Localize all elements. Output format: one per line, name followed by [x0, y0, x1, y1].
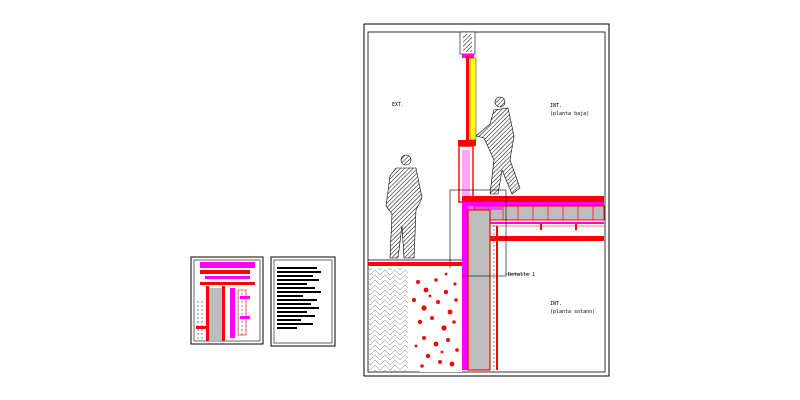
thumbnail-legend-sheet[interactable]	[270, 256, 336, 347]
gravel-fill	[408, 268, 462, 372]
glass-pane	[469, 57, 477, 141]
sill-wall	[458, 140, 476, 203]
exterior-ground	[368, 259, 462, 372]
detail-callout[interactable]	[449, 189, 530, 277]
thumbnail-detail-sheet[interactable]	[190, 256, 264, 345]
label-int-ground: INT.	[550, 103, 562, 109]
gravel-aggregate	[412, 272, 459, 368]
label-detail-ref: Detalle 1	[508, 272, 535, 278]
person-exterior-figure	[385, 154, 423, 259]
label-int-basement: INT.	[550, 301, 562, 307]
window-frame	[459, 31, 477, 144]
compacted-fill	[368, 268, 408, 372]
basement-wall	[462, 204, 502, 371]
ground-floor-slab	[462, 196, 605, 241]
label-ground-floor: (planta baja)	[550, 111, 589, 117]
label-ext: EXT.	[392, 102, 404, 108]
label-basement-floor: (planta sotano)	[550, 309, 595, 315]
person-interior-figure	[475, 96, 521, 195]
